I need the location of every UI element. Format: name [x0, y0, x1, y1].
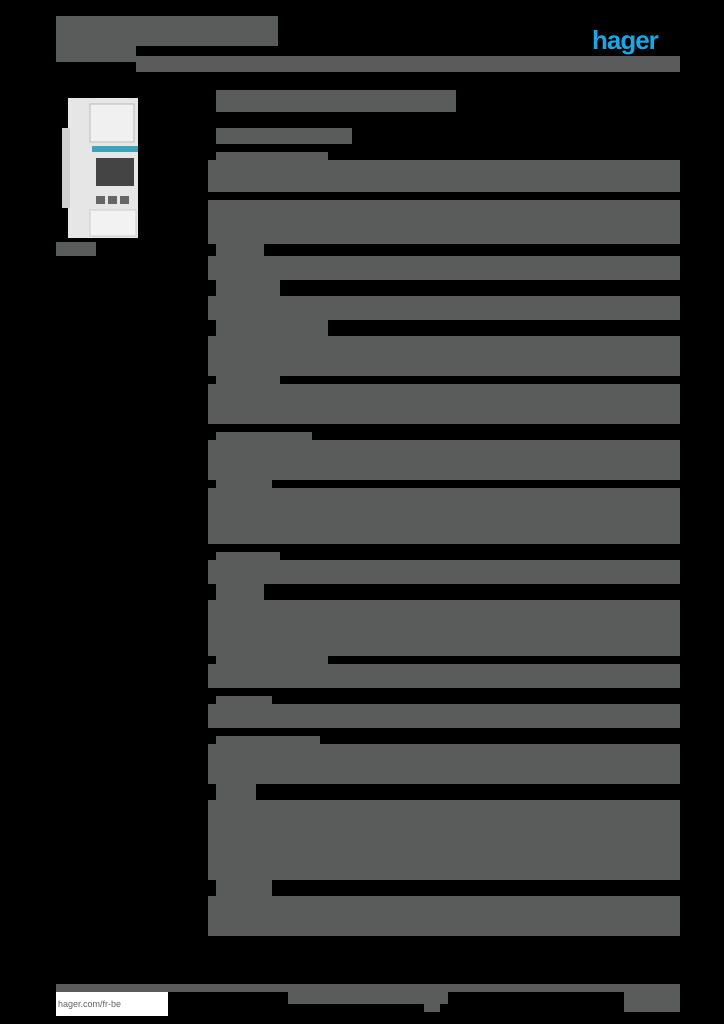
spec-section-label [216, 584, 264, 600]
footer-info-tail [424, 1004, 440, 1012]
spec-block [208, 256, 680, 280]
din-rail-energy-meter-icon [62, 98, 138, 238]
spec-section-label [216, 432, 312, 440]
spec-block [208, 744, 680, 784]
spec-section-label [216, 152, 328, 160]
spec-section-label [216, 784, 256, 800]
spec-block [208, 800, 680, 880]
spec-section-label [216, 736, 320, 744]
spec-block [208, 600, 680, 656]
main-heading [216, 90, 456, 112]
spec-section-label [216, 280, 280, 296]
spec-block [208, 440, 680, 480]
spec-section-label [216, 696, 272, 704]
spec-section-label [216, 320, 328, 336]
spec-block [208, 704, 680, 728]
footer-rule [56, 984, 680, 992]
spec-block [208, 488, 680, 544]
product-reference [56, 242, 96, 256]
spec-block [208, 200, 680, 240]
spec-section-label [216, 376, 280, 384]
spec-block [208, 336, 680, 376]
hager-logo: hager [592, 25, 659, 55]
spec-block [208, 240, 680, 244]
spec-block [208, 160, 680, 192]
spec-block [208, 296, 680, 320]
spec-block [208, 384, 680, 424]
spec-section-label [216, 552, 280, 560]
footer-website-link[interactable]: hager.com/fr-be [56, 992, 168, 1016]
footer-info [288, 992, 448, 1004]
spec-section-label [216, 656, 328, 664]
spec-block [208, 560, 680, 584]
spec-block [208, 664, 680, 688]
footer-page-number [624, 992, 680, 1012]
spec-section-label [216, 880, 272, 896]
header-rule [136, 56, 680, 72]
document-subtitle [56, 46, 136, 62]
spec-section-label [216, 480, 272, 488]
document-title [56, 16, 278, 46]
main-subheading [216, 128, 352, 144]
spec-block [208, 896, 680, 936]
